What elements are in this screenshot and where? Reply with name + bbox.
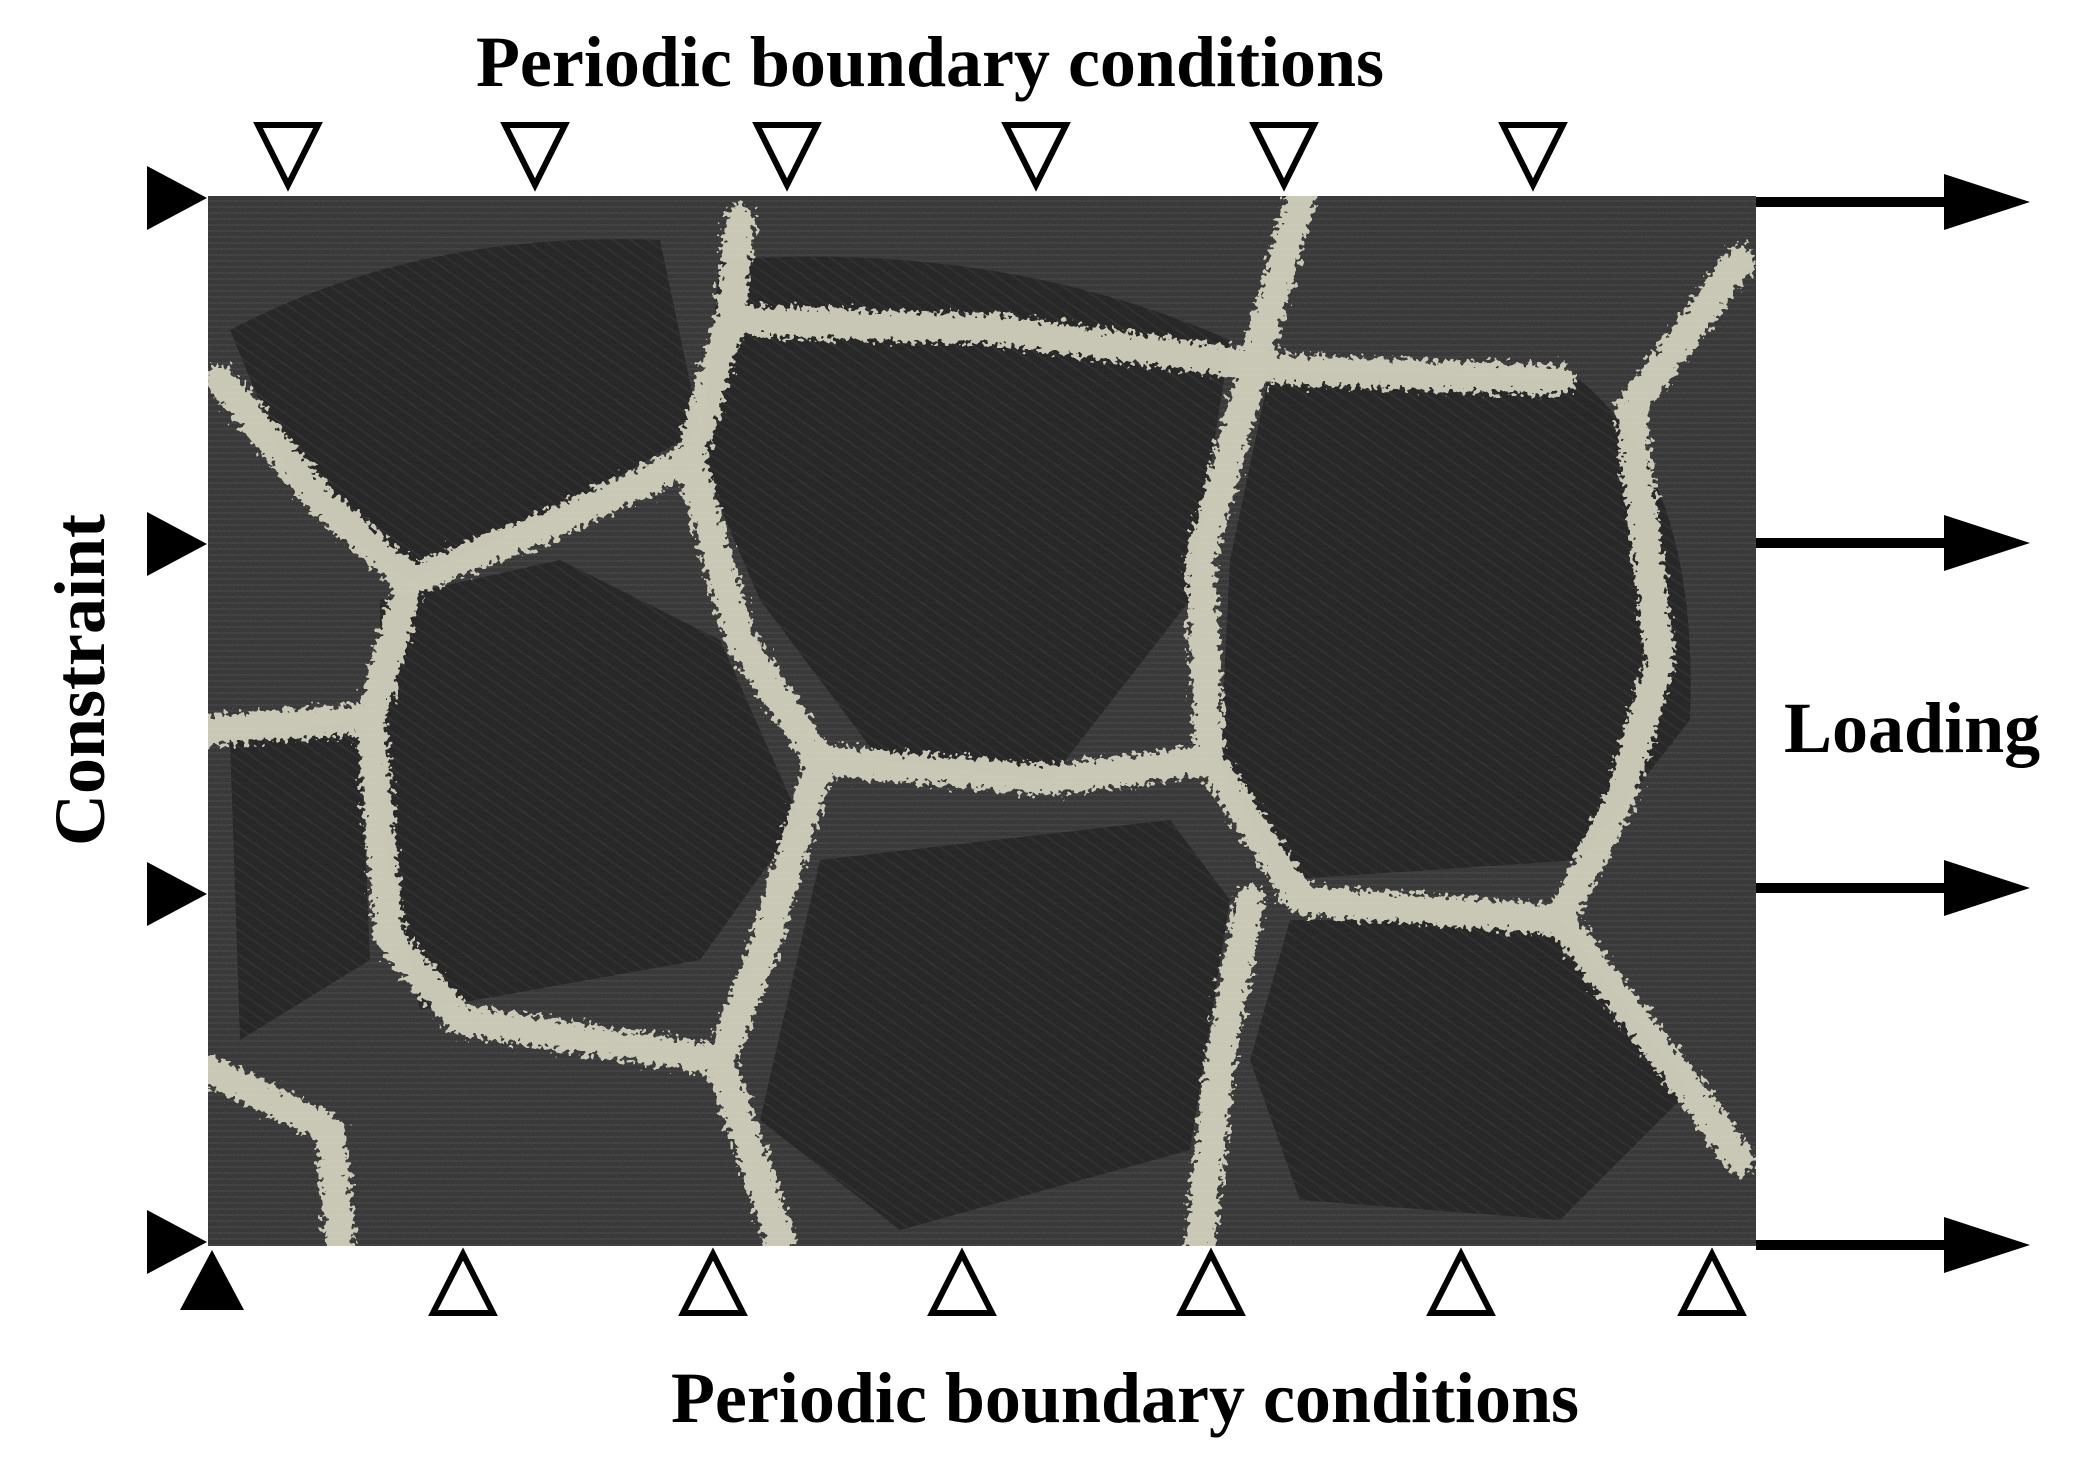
- open-triangle-down-icon: [253, 122, 323, 192]
- filled-triangle-up-icon: [180, 1250, 244, 1310]
- left-constraints: [147, 166, 244, 1310]
- loading-label: Loading: [1784, 688, 2041, 768]
- open-triangle-up-icon: [428, 1247, 498, 1316]
- open-triangle-down-icon: [500, 122, 570, 192]
- filled-triangle-right-icon: [147, 862, 207, 926]
- bottom-supports: [428, 1247, 1747, 1316]
- open-triangle-down-icon: [1249, 122, 1319, 192]
- bottom-boundary-label: Periodic boundary conditions: [670, 1358, 1580, 1438]
- open-triangle-down-icon: [1001, 122, 1071, 192]
- open-triangle-up-icon: [1176, 1247, 1246, 1316]
- top-supports: [253, 122, 1568, 192]
- arrow-right-icon: [1756, 174, 2030, 230]
- open-triangle-down-icon: [1498, 122, 1568, 192]
- arrow-right-icon: [1756, 515, 2030, 571]
- open-triangle-down-icon: [752, 122, 822, 192]
- filled-triangle-right-icon: [147, 1210, 207, 1274]
- arrow-right-icon: [1756, 860, 2030, 916]
- open-triangle-up-icon: [1677, 1247, 1747, 1316]
- filled-triangle-right-icon: [147, 512, 207, 576]
- constraint-label: Constraint: [40, 513, 120, 847]
- microstructure-specimen: [208, 196, 1756, 1246]
- open-triangle-up-icon: [678, 1247, 748, 1316]
- open-triangle-up-icon: [1426, 1247, 1496, 1316]
- filled-triangle-right-icon: [147, 166, 207, 230]
- top-boundary-label: Periodic boundary conditions: [475, 22, 1385, 102]
- arrow-right-icon: [1756, 1217, 2030, 1273]
- open-triangle-up-icon: [927, 1247, 997, 1316]
- loading-arrows: [1756, 174, 2030, 1273]
